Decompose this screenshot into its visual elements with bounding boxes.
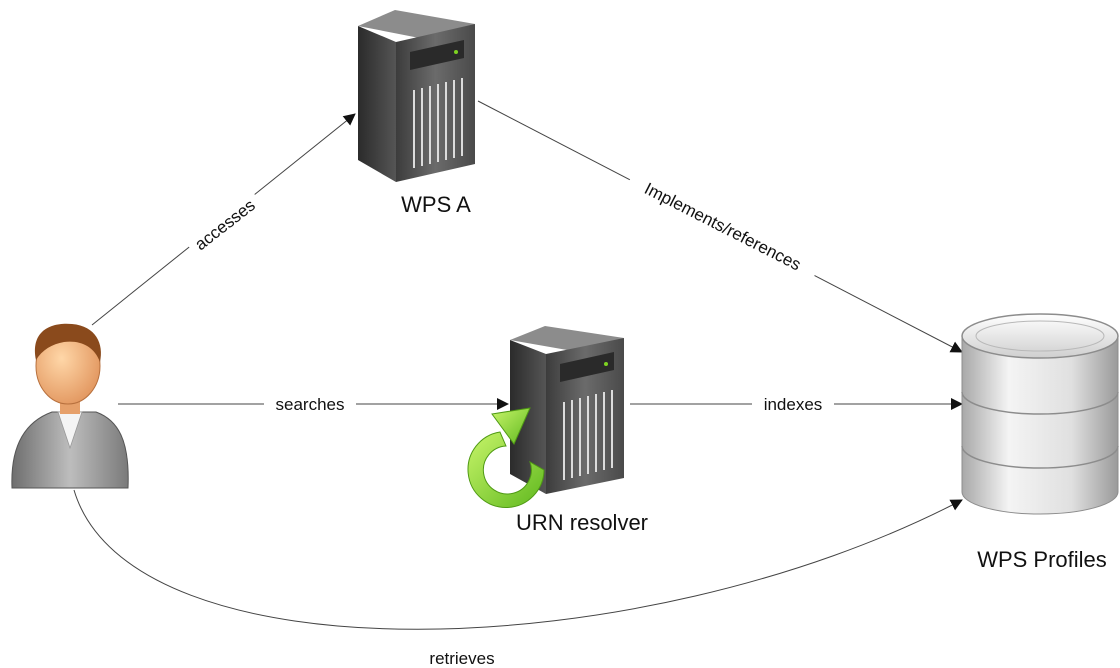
- label-searches: searches: [276, 395, 345, 414]
- label-accesses: accesses: [191, 196, 259, 255]
- user-icon: [11, 323, 129, 489]
- node-wps-a[interactable]: WPS A: [358, 10, 475, 217]
- label-implements: Implements/references: [641, 179, 804, 274]
- wps-a-label: WPS A: [401, 192, 471, 217]
- server-refresh-icon: [467, 326, 624, 508]
- edge-retrieves: [73, 489, 963, 630]
- label-retrieves: retrieves: [429, 649, 494, 668]
- node-urn-resolver[interactable]: URN resolver: [467, 326, 648, 535]
- wps-profiles-label: WPS Profiles: [977, 547, 1107, 572]
- urn-resolver-label: URN resolver: [516, 510, 648, 535]
- node-user[interactable]: [11, 323, 129, 489]
- node-wps-profiles[interactable]: WPS Profiles: [961, 313, 1119, 572]
- refresh-icon: [467, 407, 545, 508]
- label-indexes: indexes: [764, 395, 823, 414]
- database-icon: [961, 313, 1119, 515]
- server-icon: [358, 10, 475, 182]
